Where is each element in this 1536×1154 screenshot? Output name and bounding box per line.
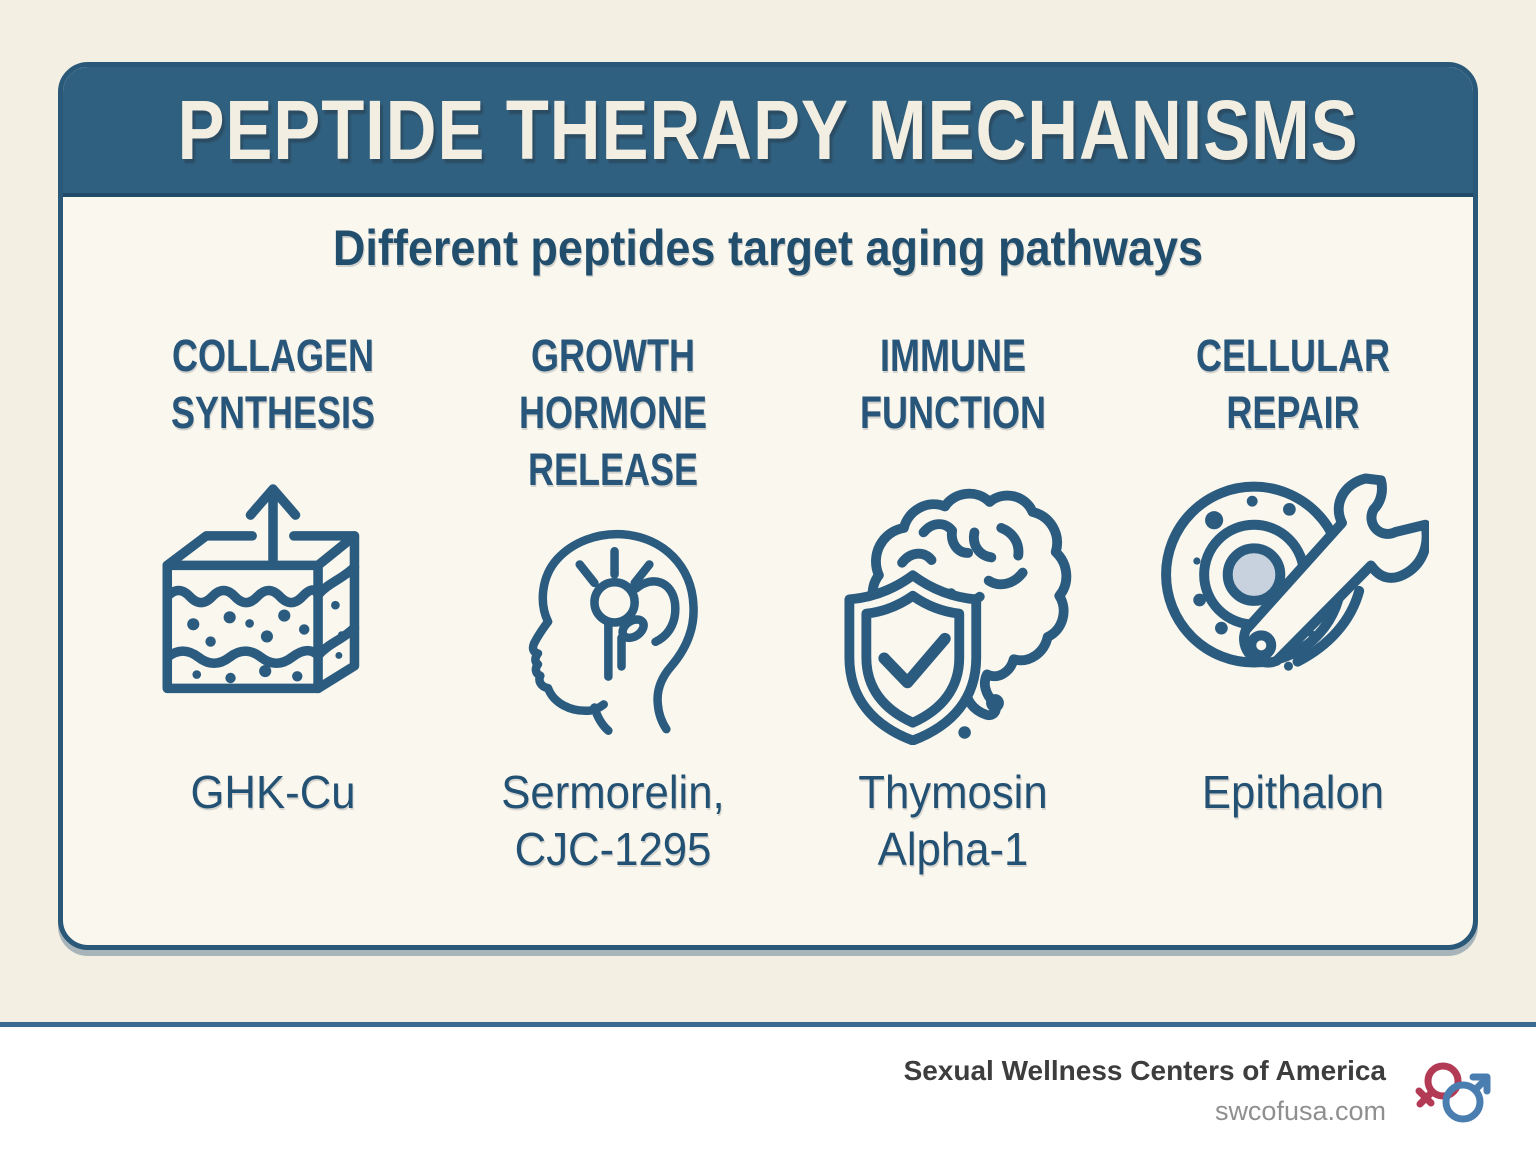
head-pituitary-icon [528,529,698,735]
page-title: PEPTIDE THERAPY MECHANISMS [177,82,1359,177]
title-bar: PEPTIDE THERAPY MECHANISMS [63,67,1473,197]
column-immune-function: IMMUNE FUNCTION Thymosin Alpha [783,327,1123,878]
cell-wrench-icon [1161,473,1429,671]
brain-shield-check-icon [844,488,1072,745]
peptide-label: Sermorelin, CJC-1295 [501,766,725,875]
peptide-label: GHK-Cu [190,766,356,818]
gender-symbols-logo-icon [1415,1062,1491,1122]
column-heading: COLLAGEN SYNTHESIS [170,330,376,438]
peptide-label: Epithalon [1201,766,1385,818]
column-icon-box [103,484,443,750]
column-icon-box [783,488,1123,750]
website-url: swcofusa.com [1214,1095,1386,1126]
organization-name: Sexual Wellness Centers of America [903,1054,1386,1086]
footer-text: Sexual Wellness Centers of America swcof… [904,1055,1386,1127]
infographic-card: PEPTIDE THERAPY MECHANISMS Different pep… [58,62,1478,950]
column-heading: IMMUNE FUNCTION [860,330,1046,438]
skin-layers-arrow-icon [162,484,360,694]
column-icon-box [443,498,783,750]
footer-bar: Sexual Wellness Centers of America swcof… [0,1022,1536,1154]
peptide-label: Thymosin Alpha-1 [858,766,1048,875]
column-icon-box [1123,473,1463,750]
column-heading: CELLULAR REPAIR [1196,330,1390,438]
column-growth-hormone-release: GROWTH HORMONE RELEASE Sermorelin, CJC-1… [443,327,783,878]
mechanism-columns: COLLAGEN SYNTHESIS [63,327,1473,878]
column-collagen-synthesis: COLLAGEN SYNTHESIS [103,327,443,878]
column-cellular-repair: CELLULAR REPAIR Epithalon [1123,327,1463,878]
column-heading: GROWTH HORMONE RELEASE [519,330,707,495]
subtitle: Different peptides target aging pathways [332,220,1204,276]
